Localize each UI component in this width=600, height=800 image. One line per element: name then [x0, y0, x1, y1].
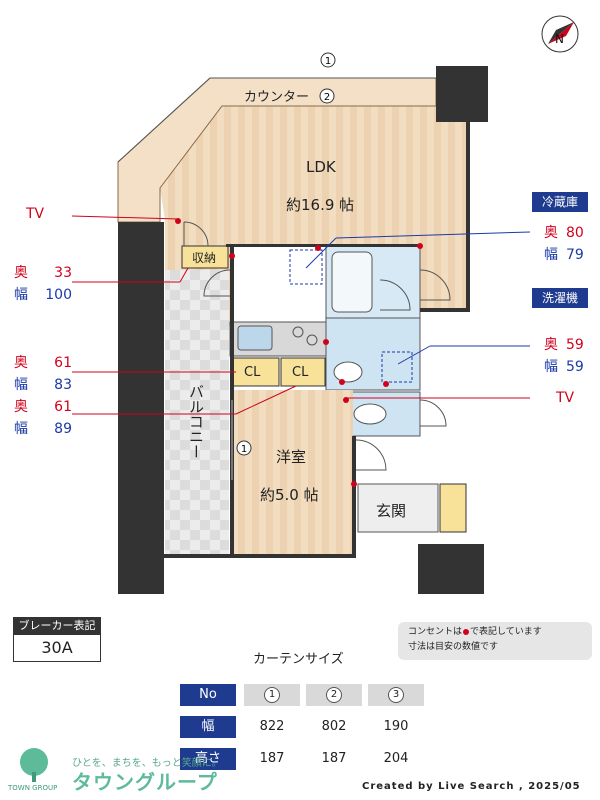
stove-icon	[292, 326, 304, 338]
washroom	[325, 317, 421, 391]
closet-label-2: CL	[292, 365, 309, 380]
curtain-no-1: 1	[244, 684, 300, 706]
curtain-width-3: 190	[368, 716, 424, 738]
door-swings	[183, 221, 451, 471]
washbasin-icon	[333, 361, 363, 383]
note-line-1: コンセントはで表記しています	[408, 627, 542, 637]
western-room-floor	[231, 390, 353, 556]
curtain-marker-3: 1	[241, 444, 247, 455]
outlet-dot-icon	[463, 628, 470, 635]
note-line-2: 寸法は目安の数値です	[408, 642, 499, 652]
balcony-label: バルコニー	[187, 384, 205, 459]
curtain-marker-2-icon: 2	[319, 88, 335, 104]
washer-header: 洗濯機	[532, 288, 588, 308]
curtain-marker-3-icon: 1	[236, 440, 252, 456]
western-room-size: 約5.0 帖	[260, 486, 319, 504]
balcony-floor	[165, 270, 229, 555]
closet-label-1: CL	[244, 365, 261, 380]
counter-outline	[117, 77, 436, 163]
compass-icon: N	[541, 15, 579, 53]
logo-small-text: TOWN GROUP	[8, 784, 58, 792]
kitchen-sink-icon	[237, 325, 273, 351]
curtain-height-2: 187	[306, 748, 362, 770]
curtain-width-2: 802	[306, 716, 362, 738]
callout-lines	[71, 215, 530, 415]
shoe-cabinet	[439, 483, 467, 533]
curtain-marker-1: 1	[325, 56, 331, 67]
logo-name: タウングループ	[72, 770, 218, 794]
callout-lines-blue	[305, 231, 531, 365]
curtain-width-1: 822	[244, 716, 300, 738]
stove-icon-2	[306, 334, 318, 346]
western-room-label: 洋室	[276, 448, 307, 466]
curtain-no-3: 3	[368, 684, 424, 706]
counter-label: カウンター	[244, 90, 310, 105]
curtain-no-2: 2	[306, 684, 362, 706]
outlet-markers	[175, 218, 423, 487]
ldk-floor	[160, 106, 468, 326]
curtain-height-1: 187	[244, 748, 300, 770]
closet-2	[280, 357, 326, 387]
storage-area	[181, 245, 229, 269]
storage-label: 収納	[192, 251, 217, 265]
curtain-height-header: 高さ	[180, 748, 236, 770]
fridge-header: 冷蔵庫	[532, 192, 588, 212]
tv-label-right: TV	[556, 390, 575, 406]
curtain-marker-1-icon: 1	[320, 52, 336, 68]
curtain-title: カーテンサイズ	[253, 652, 344, 667]
compass-label: N	[555, 32, 564, 46]
fridge-space	[289, 249, 323, 285]
breaker-value: 30A	[13, 634, 101, 662]
closet-1	[230, 357, 280, 387]
toilet-icon	[353, 403, 387, 425]
footer-credit: Created by Live Search , 2025/05	[362, 781, 581, 792]
breaker-header: ブレーカー表記	[13, 617, 101, 634]
ldk-label: LDK	[306, 158, 336, 176]
ldk-size: 約16.9 帖	[286, 196, 355, 214]
curtain-width-header: 幅	[180, 716, 236, 738]
note-box: コンセントはで表記しています 寸法は目安の数値です	[398, 622, 592, 660]
tv-label-left: TV	[26, 206, 45, 222]
curtain-no-header: No	[180, 684, 236, 706]
curtain-height-3: 204	[368, 748, 424, 770]
entrance-label: 玄関	[376, 502, 407, 520]
curtain-marker-2: 2	[324, 92, 330, 103]
entrance-floor	[357, 483, 439, 533]
logo-tagline: ひとを、まちを、もっと笑顔に。	[72, 758, 222, 769]
washer-space	[381, 351, 413, 383]
bathtub-icon	[331, 251, 373, 313]
town-group-logo-icon	[4, 744, 66, 786]
